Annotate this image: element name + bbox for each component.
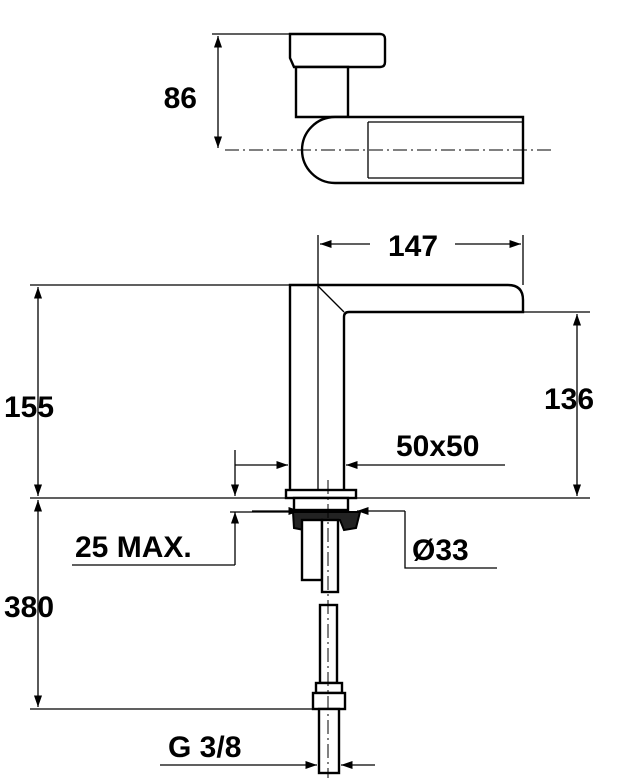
hose-upper xyxy=(320,518,340,594)
dim-label-25-max: 25 MAX. xyxy=(75,531,192,564)
fixing-bracket xyxy=(291,511,362,532)
dim-label-86: 86 xyxy=(164,82,197,115)
top-view-neck xyxy=(294,65,350,119)
hose-nut xyxy=(311,691,347,711)
top-view: 86 xyxy=(164,32,555,185)
threaded-shank xyxy=(300,518,324,582)
dim-label-155: 155 xyxy=(4,391,54,424)
top-view-spout-window xyxy=(367,121,523,179)
base-plate xyxy=(284,488,358,500)
dim-label-147: 147 xyxy=(388,230,438,263)
spout-inner-line xyxy=(317,285,345,313)
dim-label-diameter-33: Ø33 xyxy=(412,534,469,567)
dim-label-50x50: 50x50 xyxy=(396,430,479,463)
dim-label-136: 136 xyxy=(544,383,594,416)
dim-label-g38: G 3/8 xyxy=(168,731,241,764)
leader-33 xyxy=(404,511,497,569)
front-view: 147 155 136 50x50 25 MAX. Ø33 380 G 3/8 xyxy=(4,230,594,778)
hose-fitting xyxy=(314,681,344,695)
dim-label-380: 380 xyxy=(4,591,54,624)
deck-nut xyxy=(292,496,350,512)
faucet-body xyxy=(288,283,525,494)
hose-end xyxy=(317,707,341,775)
top-view-handle xyxy=(288,32,387,69)
